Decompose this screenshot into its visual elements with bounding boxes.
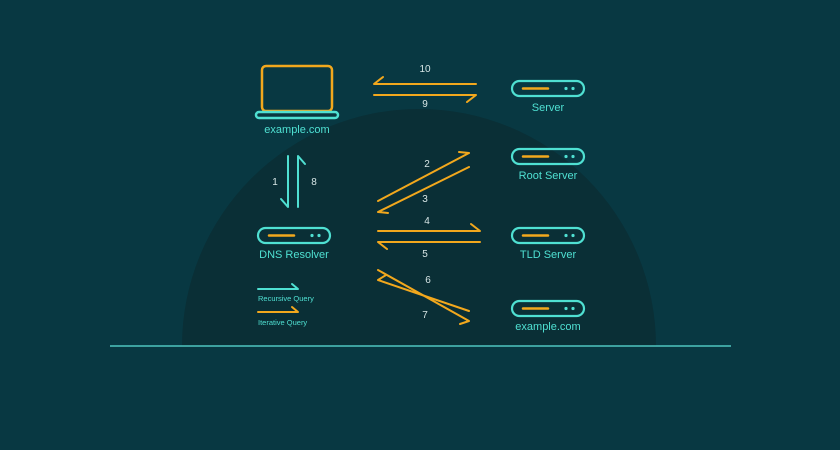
arrow-step-5: [377, 241, 481, 250]
step-4-label: 4: [424, 216, 430, 227]
server-icon: [510, 79, 586, 98]
arrow-step-7: [377, 269, 470, 325]
arrow-step-3: [377, 166, 470, 214]
arrow-step-9: [373, 94, 477, 103]
laptop-base: [254, 110, 340, 120]
step-8-label: 8: [311, 177, 317, 188]
laptop-icon: [260, 64, 334, 113]
step-9-label: 9: [422, 99, 428, 110]
server-label: Server: [531, 102, 565, 114]
authoritative-label: example.com: [515, 321, 581, 333]
legend-recursive-arrow: [257, 283, 299, 290]
arrow-step-2: [377, 151, 470, 202]
arrow-step-1: [280, 155, 289, 208]
step-10-label: 10: [419, 64, 431, 75]
arrow-step-8: [297, 155, 306, 208]
client-label: example.com: [264, 124, 330, 136]
arrow-step-6: [377, 274, 470, 312]
root-server-icon: [510, 147, 586, 166]
step-2-label: 2: [424, 159, 430, 170]
tld-server-label: TLD Server: [519, 249, 577, 261]
background-semicircle: [182, 109, 656, 346]
arrow-step-10: [373, 76, 477, 85]
legend-iterative-arrow: [257, 306, 299, 313]
step-6-label: 6: [425, 275, 431, 286]
legend-iterative-label: Iterative Query: [258, 318, 308, 327]
step-1-label: 1: [272, 177, 278, 188]
root-server-label: Root Server: [518, 170, 578, 182]
arrow-step-4: [377, 223, 481, 232]
step-7-label: 7: [422, 310, 428, 321]
dns-resolver-icon: [256, 226, 332, 245]
step-5-label: 5: [422, 249, 428, 260]
legend-recursive-label: Recursive Query: [258, 294, 314, 303]
step-3-label: 3: [422, 194, 428, 205]
dns-resolver-label: DNS Resolver: [259, 249, 329, 261]
tld-server-icon: [510, 226, 586, 245]
authoritative-server-icon: [510, 299, 586, 318]
